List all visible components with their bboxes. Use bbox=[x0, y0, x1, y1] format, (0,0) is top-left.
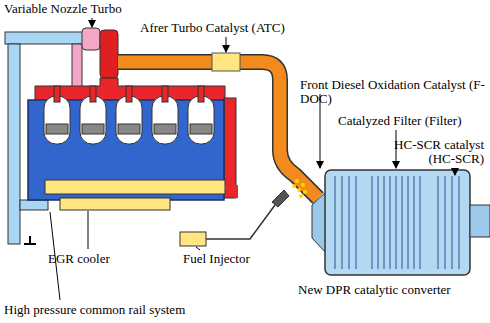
part-label: High pressure common rail system bbox=[4, 303, 185, 317]
part-label: EGR cooler bbox=[48, 252, 110, 266]
part-label: HC-SCR catalyst (HC-SCR) bbox=[370, 138, 484, 166]
part-label: Catalyzed Filter (Filter) bbox=[338, 114, 461, 128]
part-label: Variable Nozzle Turbo bbox=[4, 2, 122, 16]
part-label: Fuel Injector bbox=[183, 252, 250, 266]
part-label: Afrer Turbo Catalyst (ATC) bbox=[140, 21, 285, 35]
part-label: Front Diesel Oxidation Catalyst (F-DOC) bbox=[300, 78, 485, 106]
part-label: New DPR catalytic converter bbox=[298, 283, 451, 297]
